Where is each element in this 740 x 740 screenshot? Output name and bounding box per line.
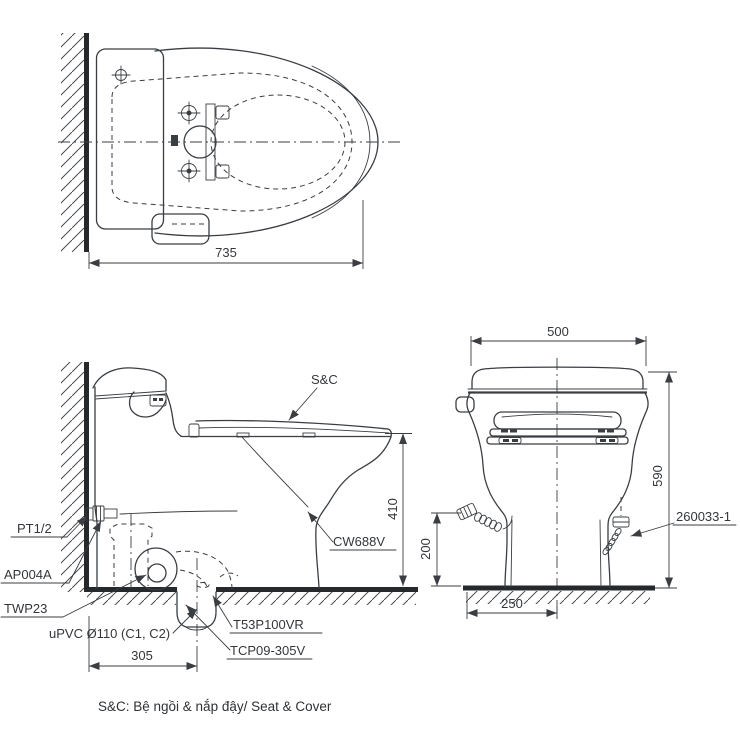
floor-hatch-left (87, 592, 176, 605)
outlet-seal-hidden (196, 582, 210, 588)
tank-lid (92, 367, 167, 392)
dimension-410: 410 (385, 433, 412, 586)
label-supply-valve: AP004A (0, 520, 102, 584)
tank-back-edge (94, 386, 98, 589)
tank-front-edge (165, 392, 182, 437)
label-drain-pipe: uPVC Ø110 (C1, C2) (49, 608, 198, 641)
top-view: 735 (58, 33, 400, 269)
hinge-hardware (171, 101, 230, 183)
seat-hinge (188, 423, 200, 438)
seat-hidden-outline (111, 72, 353, 212)
tank-outline-top (95, 48, 165, 230)
seat-bumper-1 (236, 432, 250, 438)
bowl-front-curve (315, 436, 392, 589)
dim-500-text: 500 (547, 324, 569, 339)
body-right-edge (607, 392, 649, 588)
dim-250-text: 250 (501, 596, 523, 611)
svg-text:AP004A: AP004A (4, 567, 52, 582)
seat-seam (198, 426, 390, 434)
dim-735-text: 735 (215, 245, 237, 260)
dimension-305: 305 (88, 616, 198, 672)
dimension-500: 500 (470, 324, 647, 366)
flush-valve-tower-hidden (109, 523, 153, 586)
label-fixing-bolt: 260033-1 (630, 509, 737, 537)
front-view: 500 590 200 250 260033-1 (418, 324, 737, 619)
trapway-hidden-2 (179, 569, 208, 587)
pedestal-inner-right (599, 519, 602, 588)
supply-hose-front (456, 502, 513, 532)
toilet-front (455, 366, 649, 588)
svg-text:S&C: S&C (311, 372, 338, 387)
tank-top-front (471, 366, 644, 390)
side-view: 410 305 S&C CW688V PT1/2 AP004A (0, 362, 418, 672)
cover-top-profile (195, 419, 389, 430)
label-outlet: TCP09-305V (185, 604, 313, 660)
body-left-edge (466, 392, 508, 588)
drain-pipe-body (176, 591, 217, 628)
button-dot-2 (159, 398, 163, 401)
dim-410-text: 410 (385, 498, 400, 520)
supply-line-hidden (119, 510, 238, 515)
svg-text:uPVC Ø110 (C1, C2): uPVC Ø110 (C1, C2) (49, 626, 170, 641)
label-seat-cover: S&C (288, 372, 338, 421)
label-flex-hose: TWP23 (0, 574, 147, 618)
bowl-opening-hidden (210, 94, 346, 190)
drain-pipe (176, 558, 217, 642)
svg-text:260033-1: 260033-1 (676, 509, 731, 524)
trapway-hidden-3 (219, 572, 239, 578)
drain-pipe-mouth (185, 626, 208, 631)
hidden-internals (109, 514, 239, 591)
svg-text:CW688V: CW688V (333, 534, 385, 549)
floor-hatch-right (217, 592, 416, 605)
svg-text:T53P100VR: T53P100VR (233, 617, 304, 632)
dim-200-text: 200 (418, 538, 433, 560)
cover-outline (154, 47, 379, 237)
button-dot-1 (153, 398, 157, 401)
fixing-bolt-front (602, 497, 630, 556)
dim-305-text: 305 (131, 648, 153, 663)
wall-hatch-side (61, 362, 85, 592)
trapway-hidden (175, 550, 233, 590)
trap-outer (134, 547, 178, 591)
dimension-200: 200 (418, 512, 461, 587)
dimension-250: 250 (466, 592, 558, 619)
floor-hatch-front (466, 591, 650, 604)
svg-text:TWP23: TWP23 (4, 601, 47, 616)
seat-cover-note: S&C: Bệ ngồi & nắp đậy/ Seat & Cover (98, 699, 332, 714)
label-bowl-model: CW688V (307, 511, 397, 551)
lid-seam-1 (94, 390, 167, 397)
dim-590-text: 590 (650, 465, 665, 487)
bowl-inner-edge (241, 436, 309, 508)
flush-knob-front (455, 396, 475, 413)
trap-inner (147, 563, 167, 583)
label-supply-inlet: PT1/2 (10, 515, 88, 538)
flush-button-face (149, 394, 167, 407)
svg-text:TCP09-305V: TCP09-305V (230, 643, 305, 658)
seat-bumper-2 (302, 432, 316, 438)
dimension-590: 590 (648, 371, 677, 589)
pedestal-inner-left (510, 519, 513, 588)
label-flange: T53P100VR (212, 595, 323, 634)
wall-hatch (61, 33, 85, 252)
dimension-735: 735 (88, 200, 364, 269)
flush-unit-top (151, 213, 210, 245)
seat-cover-front (486, 411, 629, 445)
bowl-rim-outline (311, 65, 371, 219)
supply-valve-assembly (85, 505, 118, 522)
seat-front-edge (387, 428, 393, 437)
tank-screw-mark (111, 65, 131, 85)
toilet-profile (92, 367, 393, 589)
svg-text:PT1/2: PT1/2 (17, 521, 52, 536)
